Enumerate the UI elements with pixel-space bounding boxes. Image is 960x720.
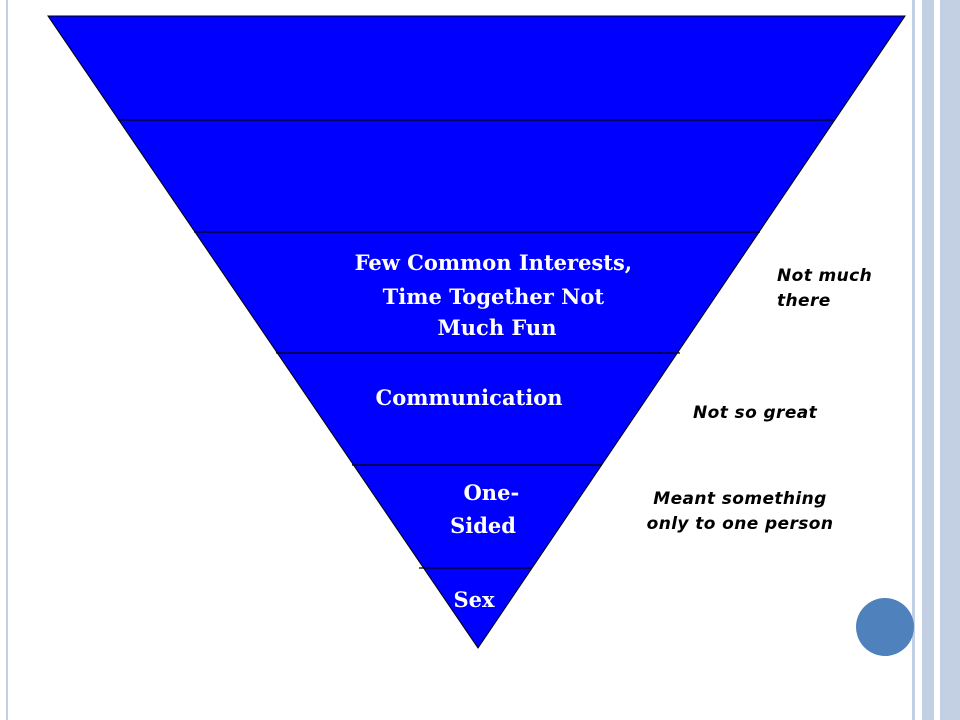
layer-label-sex-line-1: Sex: [453, 587, 495, 612]
note-not-much-there: Not much there: [777, 264, 872, 314]
pyramid-shape: [47, 15, 906, 649]
note-not-much-there-line-1: Not much: [777, 266, 873, 286]
layer-label-one-sided-line-1: One-: [464, 480, 520, 505]
layer-label-sex: Sex: [453, 587, 495, 612]
note-not-so-great: Not so great: [693, 401, 817, 426]
note-not-so-great-line-1: Not so great: [693, 403, 818, 423]
note-meant-something-line-2: only to one person: [646, 514, 834, 534]
layer-label-interests: Few Common Interests, Time Together Not …: [355, 250, 640, 340]
note-meant-something: Meant something only to one person: [620, 487, 860, 537]
note-not-much-there-line-2: there: [777, 291, 831, 311]
filled-circle-icon: [856, 598, 914, 656]
layer-label-one-sided-line-2: Sided: [450, 513, 516, 538]
note-meant-something-line-1: Meant something: [653, 489, 827, 509]
right-frame-strip: [912, 0, 960, 720]
layer-label-interests-line-1: Few Common Interests,: [355, 250, 633, 275]
layer-label-one-sided: One- Sided: [450, 480, 526, 538]
left-frame-rule: [6, 0, 8, 720]
layer-label-communication-line-1: Communication: [375, 385, 562, 410]
layer-label-communication: Communication: [375, 385, 562, 410]
layer-label-interests-line-2: Time Together Not: [383, 284, 605, 309]
layer-label-interests-line-3: Much Fun: [438, 315, 557, 340]
